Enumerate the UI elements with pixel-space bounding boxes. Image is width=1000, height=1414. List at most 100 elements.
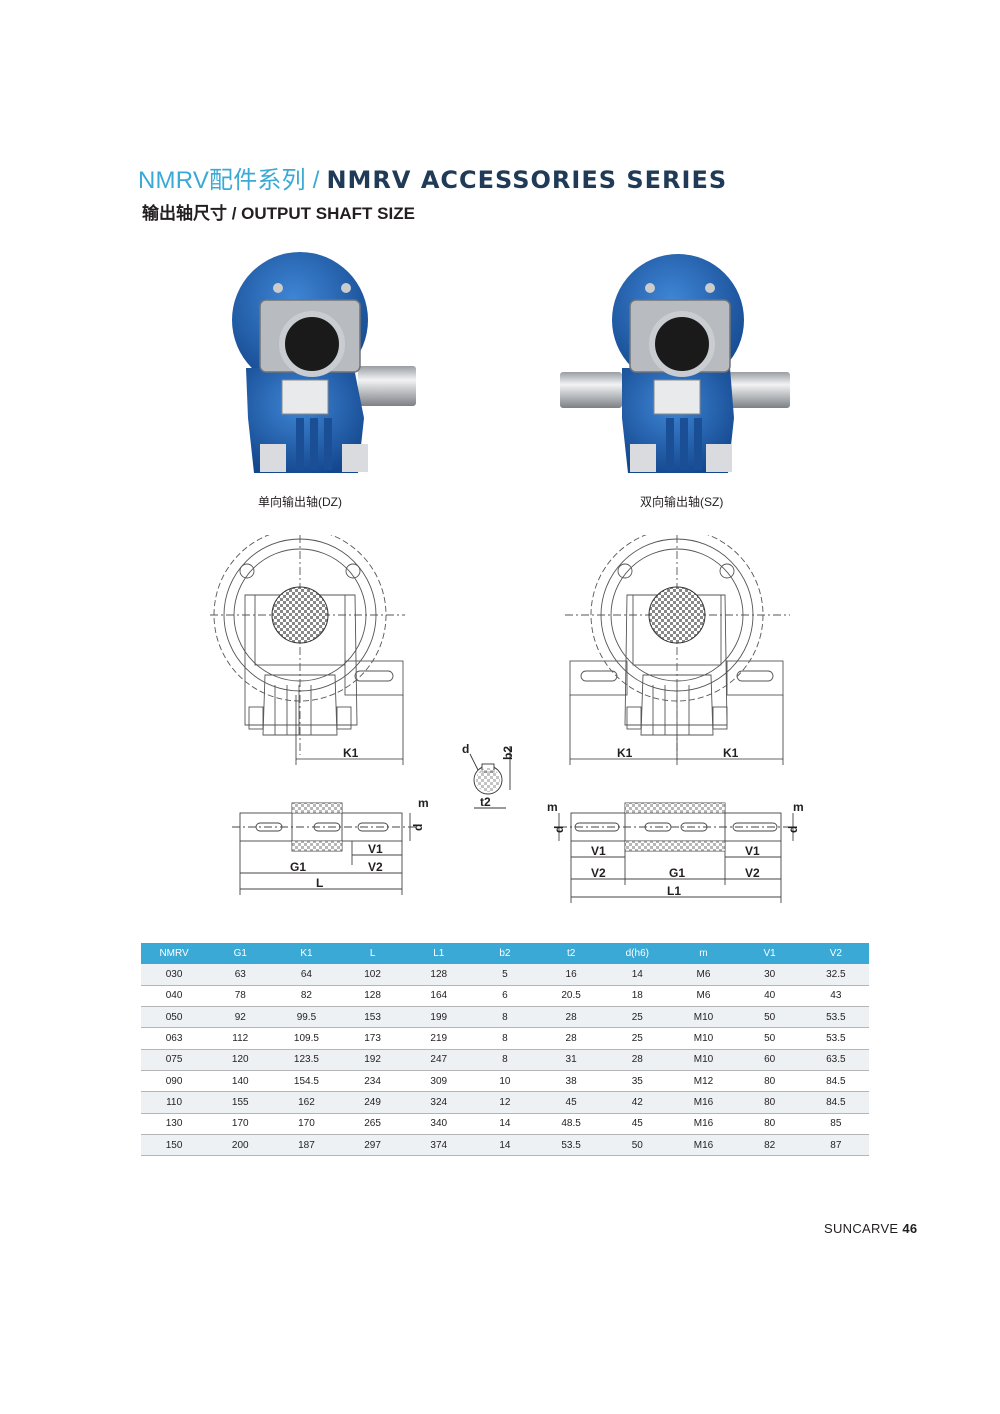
dim-k1-single: K1 xyxy=(343,746,359,760)
col-header: NMRV xyxy=(141,943,208,964)
caption-double-shaft: 双向输出轴(SZ) xyxy=(640,495,724,509)
col-header: d(h6) xyxy=(604,943,671,964)
table-cell: 109.5 xyxy=(273,1027,340,1050)
dim-d-double-left: d xyxy=(552,826,566,833)
table-cell: 10 xyxy=(471,1070,539,1093)
table-cell: 128 xyxy=(339,985,406,1008)
table-cell: 120 xyxy=(207,1049,274,1071)
dim-t2-key: t2 xyxy=(480,795,491,809)
table-cell: 102 xyxy=(339,964,406,986)
dim-m-single: m xyxy=(418,796,429,810)
col-header: m xyxy=(670,943,737,964)
col-header: t2 xyxy=(538,943,605,964)
drawing-front-single: K1 xyxy=(210,535,405,765)
table-cell: 040 xyxy=(141,985,208,1008)
gearbox-photo-single-shaft xyxy=(232,252,416,473)
table-cell: 050 xyxy=(141,1006,208,1029)
table-cell: 53.5 xyxy=(802,1006,869,1029)
table-cell: 53.5 xyxy=(802,1027,869,1050)
table-cell: 265 xyxy=(339,1113,406,1135)
col-header: b2 xyxy=(471,943,539,964)
dim-m-double-left: m xyxy=(547,800,558,814)
col-header: V2 xyxy=(802,943,869,964)
table-cell: 150 xyxy=(141,1134,208,1157)
table-cell: 28 xyxy=(538,1027,605,1050)
table-cell: 030 xyxy=(141,964,208,986)
dim-g1-double: G1 xyxy=(669,866,685,880)
footer-brand: SUNCARVE xyxy=(824,1221,899,1236)
table-cell: 324 xyxy=(405,1091,472,1114)
table-cell: 84.5 xyxy=(802,1070,869,1093)
table-cell: 78 xyxy=(207,985,274,1008)
drawing-front-double: K1 K1 xyxy=(565,535,790,765)
dim-v1-double-right: V1 xyxy=(745,844,760,858)
table-cell: M6 xyxy=(670,964,737,986)
table-cell: 80 xyxy=(736,1113,803,1135)
drawing-shaft-single: m d V1 V2 G1 L xyxy=(232,796,429,895)
table-cell: 128 xyxy=(405,964,472,986)
table-cell: 090 xyxy=(141,1070,208,1093)
table-cell: 53.5 xyxy=(538,1134,605,1157)
table-cell: 199 xyxy=(405,1006,472,1029)
table-cell: 42 xyxy=(604,1091,671,1114)
table-cell: 12 xyxy=(471,1091,539,1114)
table-cell: 45 xyxy=(604,1113,671,1135)
table-cell: 48.5 xyxy=(538,1113,605,1135)
table-cell: 32.5 xyxy=(802,964,869,986)
table-cell: 155 xyxy=(207,1091,274,1114)
table-cell: 8 xyxy=(471,1027,539,1050)
table-cell: 173 xyxy=(339,1027,406,1050)
table-cell: 31 xyxy=(538,1049,605,1071)
table-cell: 25 xyxy=(604,1006,671,1029)
table-cell: 110 xyxy=(141,1091,208,1114)
table-cell: 153 xyxy=(339,1006,406,1029)
table-cell: 50 xyxy=(736,1006,803,1029)
col-header: V1 xyxy=(736,943,803,964)
table-cell: 123.5 xyxy=(273,1049,340,1071)
dim-v1-single: V1 xyxy=(368,842,383,856)
table-cell: 140 xyxy=(207,1070,274,1093)
table-cell: 85 xyxy=(802,1113,869,1135)
table-cell: 28 xyxy=(604,1049,671,1071)
dim-l1-double: L1 xyxy=(667,884,681,898)
table-cell: 309 xyxy=(405,1070,472,1093)
table-cell: M10 xyxy=(670,1027,737,1050)
table-header-row: NMRV G1 K1 L L1 b2 t2 d(h6) m V1 V2 xyxy=(141,943,869,964)
table-cell: 14 xyxy=(604,964,671,986)
dim-d-single: d xyxy=(411,824,425,831)
page-number: 46 xyxy=(902,1221,918,1236)
table-cell: 192 xyxy=(339,1049,406,1071)
table-cell: 63.5 xyxy=(802,1049,869,1071)
table-cell: 38 xyxy=(538,1070,605,1093)
page-subtitle: 输出轴尺寸 / OUTPUT SHAFT SIZE xyxy=(142,204,415,223)
table-cell: 82 xyxy=(736,1134,803,1157)
dim-k1-double-right: K1 xyxy=(723,746,739,760)
table-cell: 249 xyxy=(339,1091,406,1114)
table-cell: 50 xyxy=(736,1027,803,1050)
table-cell: 63 xyxy=(207,964,274,986)
drawing-key-section: d b2 t2 xyxy=(462,742,515,809)
col-header: G1 xyxy=(207,943,274,964)
table-cell: 247 xyxy=(405,1049,472,1071)
table-cell: 6 xyxy=(471,985,539,1008)
table-cell: 80 xyxy=(736,1070,803,1093)
table-cell: 50 xyxy=(604,1134,671,1157)
col-header: L xyxy=(339,943,406,964)
table-cell: M16 xyxy=(670,1134,737,1157)
dim-k1-double-left: K1 xyxy=(617,746,633,760)
table-cell: 8 xyxy=(471,1006,539,1029)
table-cell: 18 xyxy=(604,985,671,1008)
gearbox-photo-double-shaft xyxy=(560,254,790,473)
table-cell: 187 xyxy=(273,1134,340,1157)
dim-d-double-right: d xyxy=(786,826,800,833)
table-cell: 80 xyxy=(736,1091,803,1114)
table-cell: 30 xyxy=(736,964,803,986)
table-cell: M16 xyxy=(670,1091,737,1114)
